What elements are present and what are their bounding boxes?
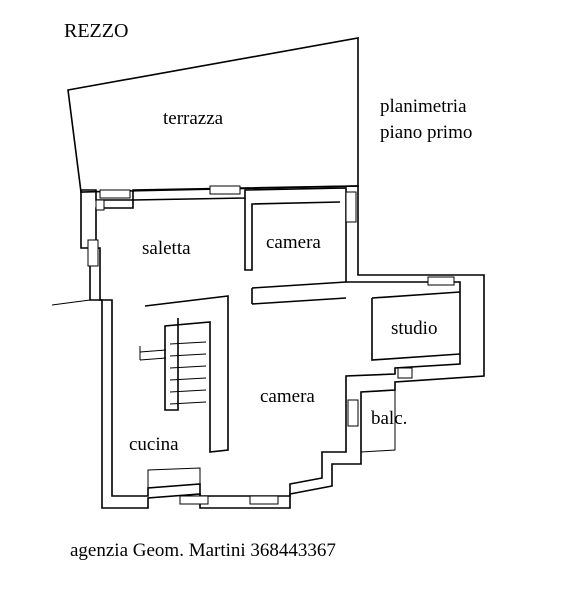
wall-stair-block xyxy=(144,295,229,453)
room-label-saletta: saletta xyxy=(142,238,191,259)
door-annex xyxy=(95,199,105,211)
room-label-balcone: balc. xyxy=(371,408,408,429)
window-balcony xyxy=(347,399,359,427)
room-label-camera-main: camera xyxy=(260,386,315,407)
exterior-wall-inner xyxy=(95,187,461,497)
window-bottom-left xyxy=(179,495,209,505)
wall-cucina-notch xyxy=(147,467,201,488)
room-label-cucina: cucina xyxy=(129,434,179,455)
room-label-terrazza: terrazza xyxy=(163,108,224,129)
window-terrace xyxy=(99,189,131,199)
staircase xyxy=(139,341,207,405)
window-saletta-top xyxy=(209,185,241,195)
room-label-studio: studio xyxy=(391,318,438,339)
wall-studio xyxy=(371,291,461,361)
window-bottom-right xyxy=(249,495,279,505)
wall-camera-bottom xyxy=(251,281,347,305)
room-label-camera-top: camera xyxy=(266,232,321,253)
plan-caption-line1: planimetria xyxy=(380,96,467,117)
agency-footer: agenzia Geom. Martini 368443367 xyxy=(70,540,336,561)
window-camera-top xyxy=(345,191,357,223)
wall-balcony xyxy=(360,389,396,453)
window-studio-bottom xyxy=(397,367,413,379)
page-title: REZZO xyxy=(64,20,129,42)
plan-caption-line2: piano primo xyxy=(380,122,473,143)
wall-saletta-camera xyxy=(244,198,341,271)
exterior-wall-outer xyxy=(80,185,485,509)
window-studio-top xyxy=(427,276,455,286)
window-saletta-left xyxy=(87,239,99,267)
